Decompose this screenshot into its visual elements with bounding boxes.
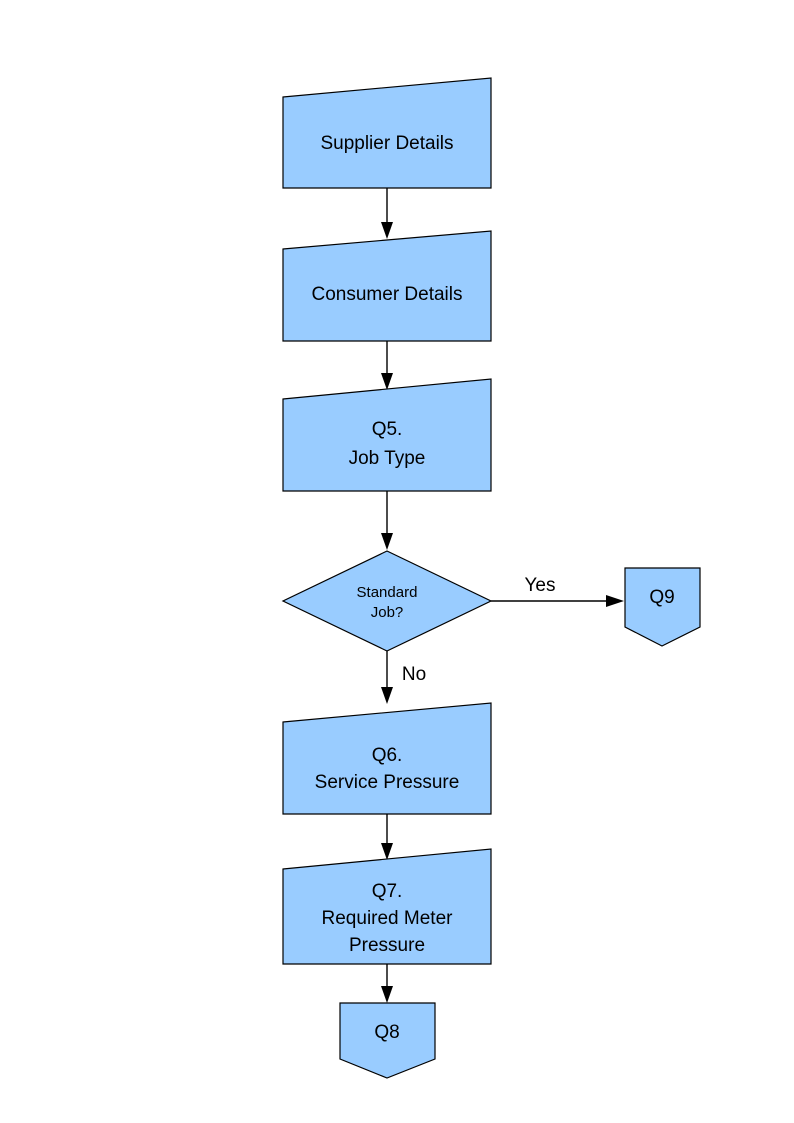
q7-required-meter-pressure-shape (282, 848, 492, 965)
edge-q6-to-q7 (381, 814, 393, 860)
edge-label-no: No (402, 664, 426, 685)
standard-job-decision-shape (281, 550, 493, 652)
standard-job-decision-label-line1: Standard (357, 584, 418, 601)
edge-q7-to-q8 (381, 964, 393, 1003)
supplier-details-shape (282, 77, 492, 189)
q7-label-line3: Pressure (349, 935, 425, 956)
node-q5-job-type[interactable]: Q5. Job Type (282, 378, 492, 492)
q7-label-line2: Required Meter (322, 908, 454, 929)
edge-q5-to-decision-arrowhead (381, 533, 393, 550)
edge-supplier-to-consumer-arrowhead (381, 222, 393, 239)
q5-job-type-label-line1: Q5. (372, 419, 403, 440)
q6-service-pressure-label-line2: Service Pressure (315, 772, 460, 793)
node-supplier-details[interactable]: Supplier Details (282, 77, 492, 189)
edge-decision-to-q9: Yes (491, 575, 624, 607)
standard-job-decision-label-line2: Job? (371, 604, 404, 621)
edge-q7-to-q8-arrowhead (381, 986, 393, 1003)
q5-job-type-label-line2: Job Type (349, 448, 426, 469)
consumer-details-shape (282, 230, 492, 342)
q8-shape (339, 1002, 436, 1079)
node-q7-required-meter-pressure[interactable]: Q7. Required Meter Pressure (282, 848, 492, 965)
edge-consumer-to-q5 (381, 341, 393, 390)
node-q6-service-pressure[interactable]: Q6. Service Pressure (282, 702, 492, 815)
edge-decision-to-q6-arrowhead (381, 687, 393, 704)
node-standard-job-decision[interactable]: Standard Job? (281, 550, 493, 652)
edge-consumer-to-q5-arrowhead (381, 373, 393, 390)
edge-supplier-to-consumer (381, 188, 393, 239)
q5-job-type-shape (282, 378, 492, 492)
supplier-details-label: Supplier Details (320, 133, 453, 154)
edge-q6-to-q7-arrowhead (381, 843, 393, 860)
node-q9[interactable]: Q9 (624, 567, 701, 647)
q7-label-line1: Q7. (372, 881, 403, 902)
q6-service-pressure-shape (282, 702, 492, 815)
edge-label-yes: Yes (525, 575, 556, 596)
edge-q5-to-decision (381, 491, 393, 550)
edge-decision-to-q6: No (381, 651, 426, 704)
q8-label: Q8 (374, 1022, 399, 1043)
node-q8[interactable]: Q8 (339, 1002, 436, 1079)
edge-decision-to-q9-arrowhead (606, 595, 624, 607)
q6-service-pressure-label-line1: Q6. (372, 745, 403, 766)
consumer-details-label: Consumer Details (312, 284, 463, 305)
q9-label: Q9 (649, 587, 674, 608)
node-consumer-details[interactable]: Consumer Details (282, 230, 492, 342)
q9-shape (624, 567, 701, 647)
